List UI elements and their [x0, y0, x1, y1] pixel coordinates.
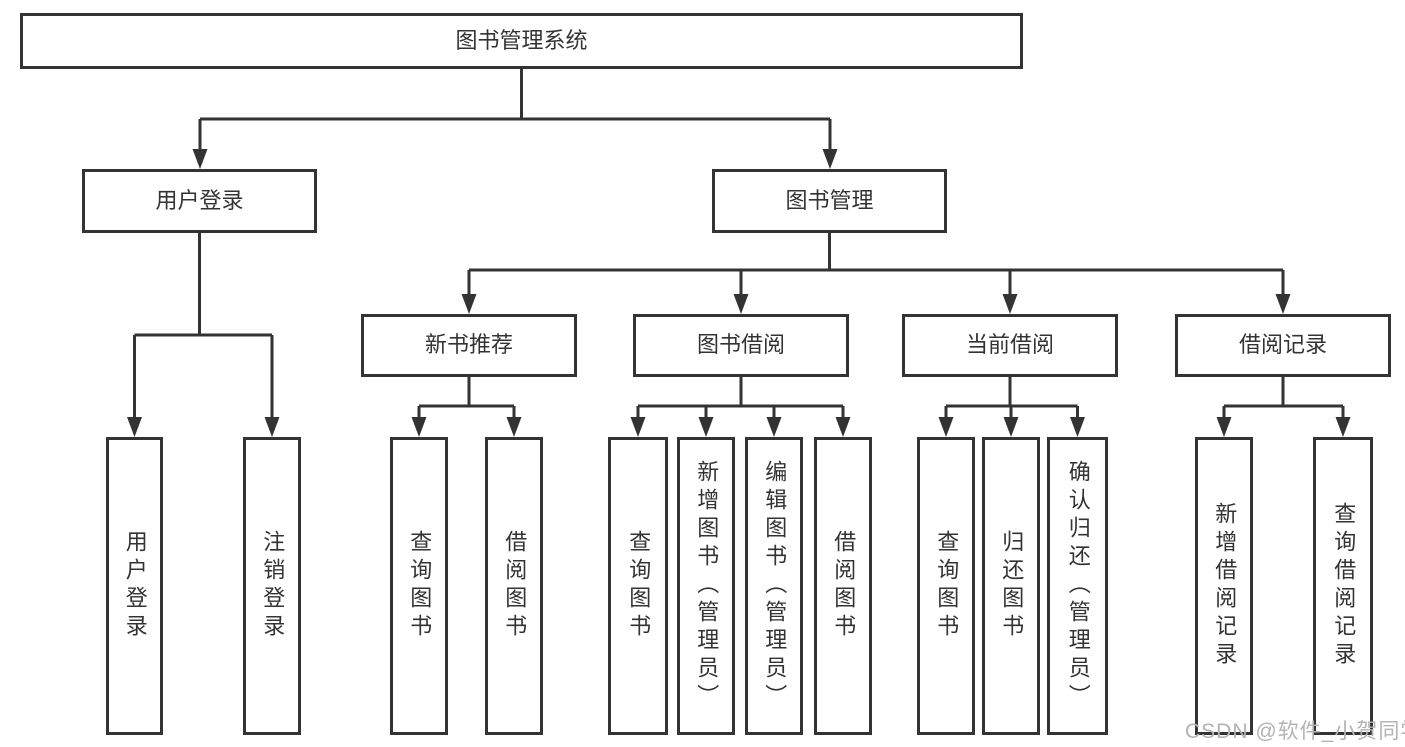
leaf-records-add-record-label: 新增借阅记录 — [1212, 502, 1238, 670]
leaf-borrow-borrow-book: 借阅图书 — [814, 437, 872, 735]
node-borrow-records-label: 借阅记录 — [1238, 332, 1327, 358]
connector-newrec-to-leaves — [417, 377, 516, 421]
node-current-borrow: 当前借阅 — [902, 314, 1118, 377]
leaf-newrec-query-book-label: 查询图书 — [407, 530, 433, 642]
connector-userlogin-to-leaves — [133, 232, 274, 421]
leaf-user-login: 用户登录 — [106, 437, 163, 735]
node-borrow-records: 借阅记录 — [1175, 314, 1391, 377]
arrowheads-level2 — [192, 149, 838, 169]
leaf-borrow-edit-book-admin: 编辑图书（管理员） — [745, 437, 803, 735]
leaf-borrow-borrow-book-label: 借阅图书 — [831, 530, 857, 642]
leaf-current-query-book-label: 查询图书 — [934, 530, 960, 642]
leaf-logout-label: 注销登录 — [260, 530, 286, 642]
node-current-borrow-label: 当前借阅 — [965, 332, 1054, 358]
connector-bookborrow-to-leaves — [636, 377, 845, 421]
leaf-newrec-borrow-book: 借阅图书 — [485, 437, 543, 735]
node-root-system: 图书管理系统 — [20, 13, 1023, 69]
node-book-borrow-label: 图书借阅 — [696, 332, 785, 358]
leaf-logout: 注销登录 — [243, 437, 301, 735]
leaf-borrow-query-book-label: 查询图书 — [626, 530, 652, 642]
leaf-current-confirm-return-admin: 确认归还（管理员） — [1047, 437, 1108, 735]
node-root-system-label: 图书管理系统 — [455, 27, 588, 53]
leaf-borrow-query-book: 查询图书 — [608, 437, 668, 735]
leaf-current-query-book: 查询图书 — [917, 437, 975, 735]
connector-root-to-level2 — [198, 69, 832, 153]
node-new-book-recommend: 新书推荐 — [361, 314, 577, 377]
csdn-watermark: CSDN @软件_小贺同学 — [1185, 720, 1405, 743]
node-book-borrow: 图书借阅 — [633, 314, 849, 377]
node-user-login: 用户登录 — [82, 169, 317, 233]
connector-curborrow-to-leaves — [944, 377, 1079, 421]
connector-bookmgmt-to-level3 — [467, 233, 1285, 298]
leaf-borrow-add-book-admin: 新增图书（管理员） — [677, 437, 735, 735]
leaf-records-query-record-label: 查询借阅记录 — [1331, 502, 1357, 670]
leaf-user-login-label: 用户登录 — [122, 530, 148, 642]
leaf-records-query-record: 查询借阅记录 — [1313, 437, 1373, 735]
node-book-management: 图书管理 — [712, 169, 947, 233]
node-new-book-recommend-label: 新书推荐 — [424, 332, 513, 358]
connector-records-to-leaves — [1222, 377, 1345, 421]
node-book-management-label: 图书管理 — [785, 187, 874, 213]
leaf-newrec-query-book: 查询图书 — [390, 437, 448, 735]
leaf-newrec-borrow-book-label: 借阅图书 — [502, 530, 528, 642]
node-user-login-label: 用户登录 — [155, 187, 244, 213]
leaf-current-confirm-return-admin-label: 确认归还（管理员） — [1065, 460, 1091, 712]
leaf-current-return-book: 归还图书 — [982, 437, 1040, 735]
leaf-borrow-add-book-admin-label: 新增图书（管理员） — [694, 460, 720, 712]
arrowheads-level3 — [461, 294, 1291, 314]
leaf-current-return-book-label: 归还图书 — [999, 530, 1025, 642]
leaf-borrow-edit-book-admin-label: 编辑图书（管理员） — [762, 460, 788, 712]
leaf-records-add-record: 新增借阅记录 — [1195, 437, 1253, 735]
arrowheads-leaves — [127, 417, 1351, 437]
